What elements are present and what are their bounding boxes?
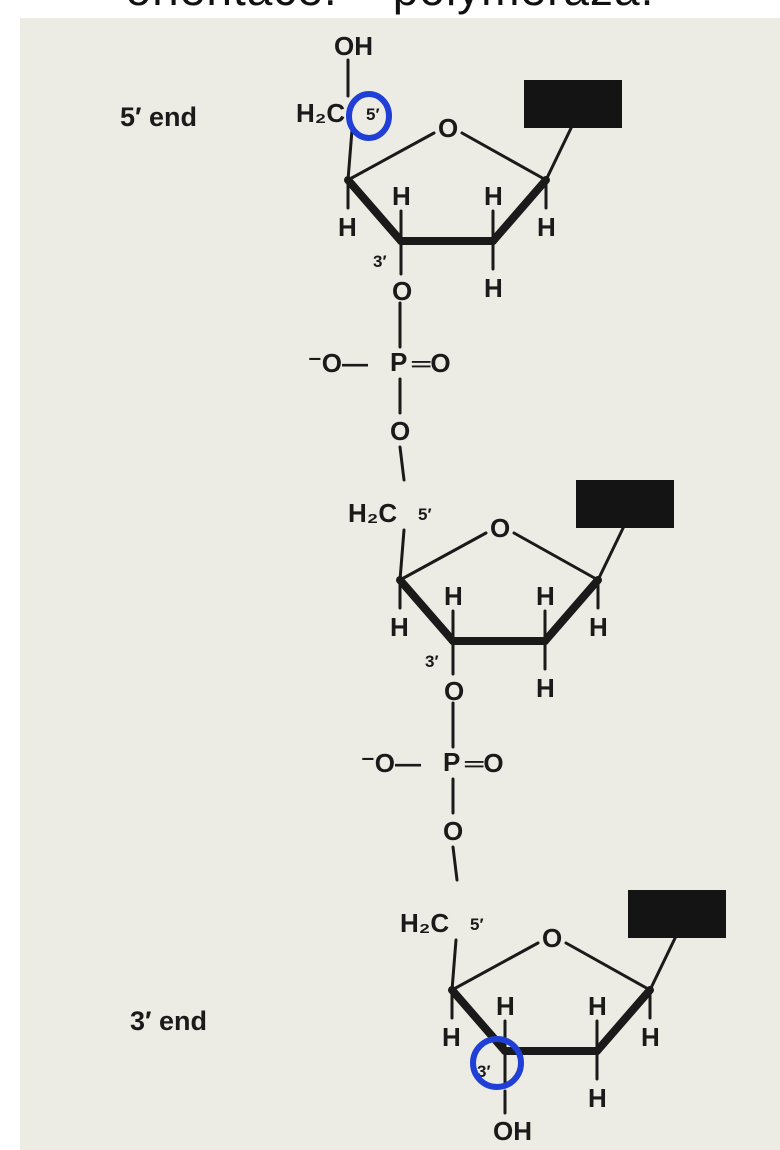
ring-bond-front	[396, 576, 457, 645]
hydrogen-label: H	[392, 181, 411, 211]
hydrogen-label: H	[537, 212, 556, 242]
three-prime-carbon-label: 3′	[373, 252, 387, 271]
bridging-oxygen-label: O	[443, 816, 463, 846]
ring-oxygen-label: O	[542, 923, 562, 953]
ring-bond	[450, 941, 540, 992]
hydrogen-label: H	[536, 581, 555, 611]
bond-line	[346, 128, 354, 182]
hydrogen-label: H	[390, 612, 409, 642]
bond-line	[451, 845, 459, 882]
hydrogen-label: H	[338, 212, 357, 242]
bond-line	[398, 528, 406, 582]
hydrogen-label: H	[444, 581, 463, 611]
bond-line	[544, 120, 576, 182]
ring-bond-front	[541, 576, 602, 645]
double-bond-oxygen-label: ═O	[464, 748, 504, 778]
hydrogen-label: H	[496, 991, 515, 1021]
ring-bond-front	[489, 176, 550, 245]
hydrogen-label: H	[641, 1022, 660, 1052]
five-prime-hydroxyl-label: OH	[334, 31, 373, 61]
nucleobase-block	[576, 480, 674, 528]
hydrogen-label: H	[588, 991, 607, 1021]
five-prime-end-label: 5′ end	[120, 102, 197, 132]
ring-bond	[512, 531, 600, 582]
ring-bond-front	[593, 986, 654, 1055]
bond-line	[648, 930, 680, 992]
hydrogen-label: H	[589, 612, 608, 642]
c5-methylene-label: H₂C	[400, 908, 449, 938]
negative-oxygen-label: ⁻O—	[361, 748, 421, 778]
cropped-caption: orientace: polymeraza:	[0, 0, 780, 22]
five-prime-carbon-label: 5′	[470, 915, 484, 934]
bridging-oxygen-label: O	[390, 416, 410, 446]
hydrogen-label: H	[588, 1083, 607, 1113]
ring-bond	[346, 131, 436, 182]
three-prime-carbon-highlight	[470, 1036, 524, 1090]
bridging-oxygen-label: O	[444, 676, 464, 706]
ring-oxygen-label: O	[490, 513, 510, 543]
hydrogen-label: H	[536, 673, 555, 703]
phosphorus-label: P	[443, 747, 460, 777]
bond-line	[398, 445, 406, 482]
hydrogen-label: H	[484, 273, 503, 303]
hydrogen-label: H	[484, 181, 503, 211]
three-prime-end-label: 3′ end	[130, 1006, 207, 1036]
nucleobase-block	[524, 80, 622, 128]
hydrogen-label: H	[442, 1022, 461, 1052]
five-prime-carbon-highlight	[346, 91, 392, 141]
c5-methylene-label: H₂C	[296, 98, 345, 128]
five-prime-carbon-label: 5′	[418, 505, 432, 524]
ring-bond	[398, 531, 488, 582]
ring-bond	[460, 131, 548, 182]
ring-bond	[564, 941, 652, 992]
phosphorus-label: P	[390, 347, 407, 377]
double-bond-oxygen-label: ═O	[411, 348, 451, 378]
nucleobase-block	[628, 890, 726, 938]
ring-oxygen-label: O	[438, 113, 458, 143]
bond-line	[596, 520, 628, 582]
three-prime-hydroxyl-label: OH	[493, 1116, 532, 1146]
three-prime-carbon-label: 3′	[425, 652, 439, 671]
c5-methylene-label: H₂C	[348, 498, 397, 528]
bond-line	[450, 938, 458, 992]
negative-oxygen-label: ⁻O—	[308, 348, 368, 378]
ring-bond-front	[344, 176, 405, 245]
bridging-oxygen-label: O	[392, 276, 412, 306]
five-prime-carbon-label: 5′	[366, 105, 380, 124]
